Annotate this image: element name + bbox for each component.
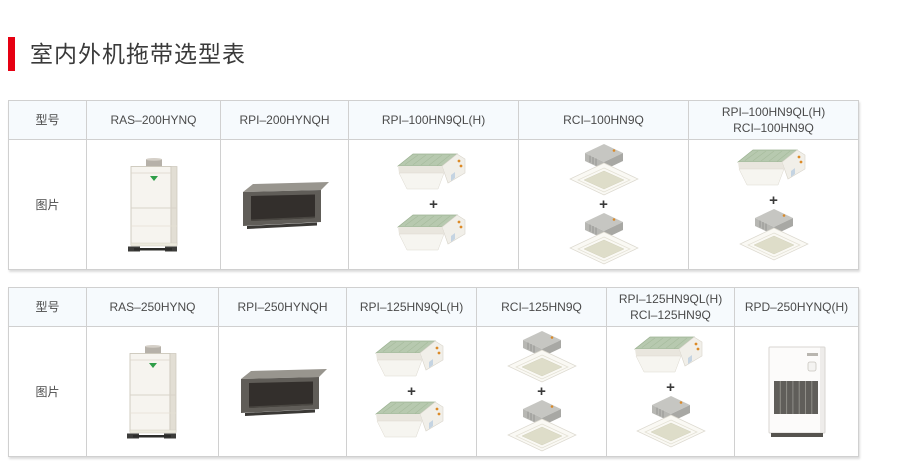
product-image-stack [221, 367, 344, 417]
ducted-unit-dark-image [240, 368, 327, 416]
cassette-unit-image [738, 209, 809, 261]
product-image-cell [86, 139, 221, 270]
model-header-cell: RCI–100HN9Q [518, 100, 689, 140]
product-image-cell: + [348, 139, 519, 270]
model-header-cell: RCI–125HN9Q [476, 287, 607, 327]
plus-separator: + [769, 192, 778, 209]
ducted-indoor-unit-image [396, 153, 465, 190]
product-image-stack: + [479, 330, 604, 453]
product-image-cell [86, 326, 219, 457]
product-image-row: 图片 + [8, 139, 859, 270]
product-image-stack: + [609, 334, 732, 449]
model-row-label: 型号 [8, 100, 87, 140]
plus-separator: + [537, 383, 546, 400]
outdoor-unit-image [126, 344, 176, 438]
product-image-stack [737, 346, 856, 438]
product-image-cell [218, 326, 347, 457]
product-image-row: 图片 + [8, 326, 859, 457]
model-header-cell: RPI–100HN9QL(H)RCI–100HN9Q [688, 100, 859, 140]
product-image-stack [223, 180, 346, 230]
product-image-stack [89, 157, 218, 252]
ducted-indoor-unit-image [633, 336, 702, 373]
ducted-unit-dark-image [242, 181, 329, 229]
model-header-cell: RPI–200HYNQH [220, 100, 349, 140]
cassette-unit-image [568, 144, 639, 196]
accent-bar [8, 37, 15, 71]
plus-separator: + [429, 196, 438, 213]
product-image-cell [734, 326, 859, 457]
page-title: 室内外机拖带选型表 [30, 41, 246, 67]
model-header-cell: RPI–125HN9QL(H)RCI–125HN9Q [606, 287, 735, 327]
cassette-unit-image [635, 396, 706, 448]
section-title: 室内外机拖带选型表 [8, 37, 246, 71]
product-image-stack [89, 344, 216, 439]
plus-separator: + [666, 379, 675, 396]
model-header-cell: RPD–250HYNQ(H) [734, 287, 859, 327]
cassette-unit-image [568, 213, 639, 265]
product-image-stack: + [521, 143, 686, 266]
product-image-cell: + [346, 326, 477, 457]
product-image-cell: + [518, 139, 689, 270]
model-header-cell: RAS–250HYNQ [86, 287, 219, 327]
product-image-stack: + [349, 338, 474, 445]
image-row-label: 图片 [8, 326, 87, 457]
product-image-cell: + [688, 139, 859, 270]
ducted-indoor-unit-image [374, 340, 443, 377]
product-image-cell: + [476, 326, 607, 457]
cassette-unit-image [506, 400, 577, 452]
model-header-cell: RPI–125HN9QL(H) [346, 287, 477, 327]
model-header-cell: RPI–100HN9QL(H) [348, 100, 519, 140]
plus-separator: + [407, 383, 416, 400]
image-row-label: 图片 [8, 139, 87, 270]
product-image-cell [220, 139, 349, 270]
floor-standing-unit-image [768, 346, 825, 437]
ducted-indoor-unit-image [396, 214, 465, 251]
model-row-label: 型号 [8, 287, 87, 327]
model-header-cell: RAS–200HYNQ [86, 100, 221, 140]
product-image-stack: + [691, 147, 856, 262]
product-image-cell: + [606, 326, 735, 457]
model-header-cell: RPI–250HYNQH [218, 287, 347, 327]
cassette-unit-image [506, 331, 577, 383]
product-image-stack: + [351, 151, 516, 258]
ducted-indoor-unit-image [736, 149, 805, 186]
ducted-indoor-unit-image [374, 401, 443, 438]
outdoor-unit-image [127, 157, 177, 251]
plus-separator: + [599, 196, 608, 213]
